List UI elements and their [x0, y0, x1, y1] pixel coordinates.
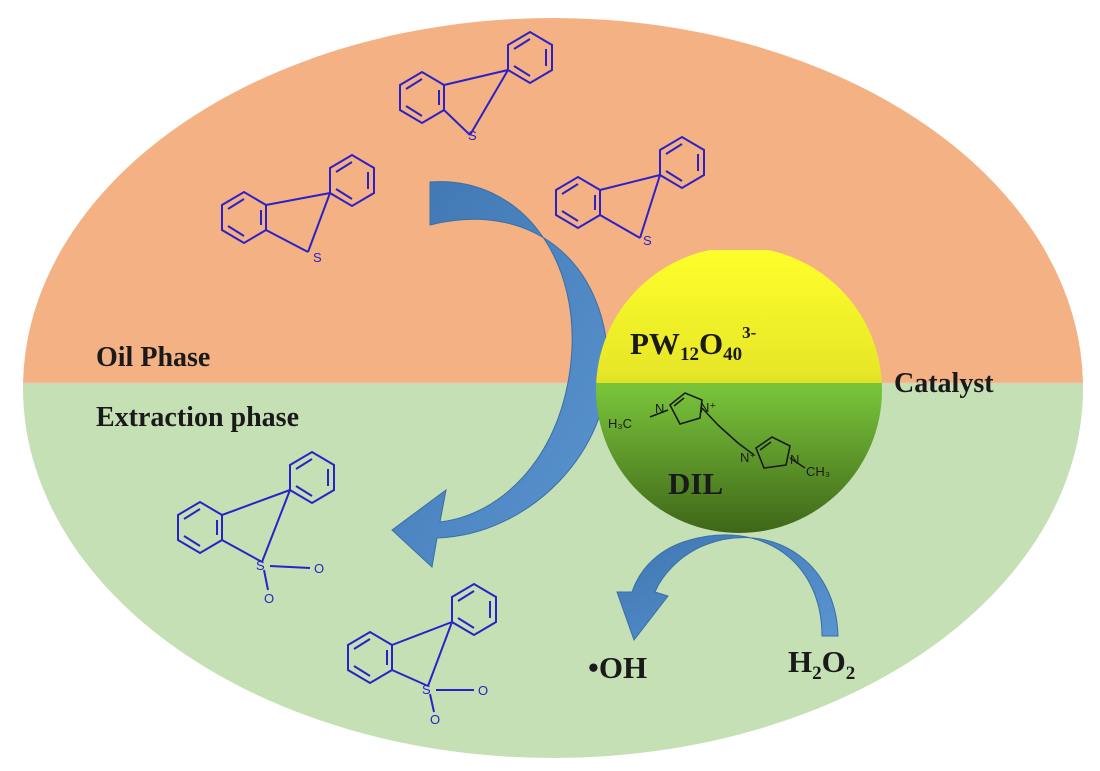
hydrogen-peroxide-label: H2O2: [788, 644, 855, 684]
ionic-liquid-label: DIL: [668, 466, 723, 501]
oxygen-atom: O: [478, 683, 488, 698]
sulfone-molecule: [177, 450, 335, 591]
dibenzothiophene-molecule: [221, 153, 375, 253]
hydroxyl-radical-label: •OH: [588, 650, 647, 685]
extraction-phase-label: Extraction phase: [96, 402, 299, 433]
dibenzothiophene-molecule: [555, 135, 705, 239]
nitrogen-atom: N: [655, 401, 664, 416]
sulfur-atom: S: [313, 250, 322, 265]
nitrogen-cation: N⁺: [700, 400, 716, 415]
nitrogen-cation: N⁺: [740, 450, 756, 465]
oxygen-atom: O: [430, 712, 440, 727]
oil-phase-label: Oil Phase: [96, 342, 210, 373]
sulfur-atom: S: [468, 128, 477, 143]
sulfur-atom: S: [256, 558, 265, 573]
sulfur-atom: S: [422, 682, 431, 697]
polyoxometalate-anion-label: PW12O403-: [630, 323, 757, 365]
catalyst-sphere: [596, 250, 882, 533]
nitrogen-atom: N: [790, 452, 799, 467]
catalyst-label: Catalyst: [894, 368, 994, 399]
dicationic-ionic-liquid-structure: [649, 392, 806, 469]
methyl-group-right: CH₃: [806, 464, 830, 479]
oxidant-activation-arrow: [616, 534, 839, 642]
dibenzothiophene-molecule: [399, 30, 553, 136]
transfer-arrow: [391, 181, 609, 568]
oxygen-atom: O: [264, 591, 274, 606]
methyl-group-left: H₃C: [608, 416, 632, 431]
sulfone-molecule: [347, 582, 497, 713]
sulfur-atom: S: [643, 233, 652, 248]
oxygen-atom: O: [314, 561, 324, 576]
